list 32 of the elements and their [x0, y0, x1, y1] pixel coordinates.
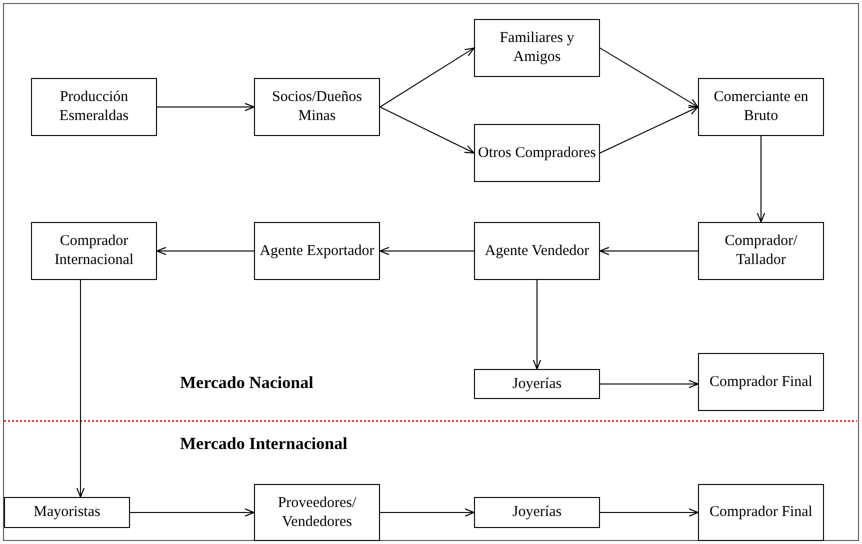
arrow: [156, 246, 254, 256]
arrow: [380, 47, 475, 108]
process-box: Otros Compradores: [474, 124, 600, 182]
arrow: [600, 380, 699, 388]
process-box: Comprador Final: [698, 353, 824, 411]
arrow: [532, 280, 542, 370]
process-box: Comprador Internacional: [31, 222, 157, 280]
process-box: Agente Vendedor: [474, 222, 600, 280]
process-box: Agente Exportador: [254, 222, 380, 280]
section-heading: Mercado Internacional: [180, 434, 348, 454]
arrow: [76, 280, 85, 498]
arrow: [379, 246, 474, 256]
arrow: [756, 136, 766, 223]
process-box: Socios/Dueños Minas: [254, 78, 380, 136]
process-box: Comerciante en Bruto: [698, 78, 824, 136]
process-box: Producción Esmeraldas: [31, 78, 157, 136]
section-heading: Mercado Nacional: [180, 373, 314, 393]
process-box: Proveedores/ Vendedores: [254, 484, 380, 541]
arrow: [600, 106, 699, 154]
arrow: [156, 102, 255, 112]
process-box: Comprador/ Tallador: [698, 222, 824, 280]
arrow: [599, 246, 698, 256]
arrow: [130, 508, 255, 517]
process-box: Mayoristas: [4, 497, 130, 528]
process-box: Comprador Final: [698, 484, 824, 541]
arrow: [600, 48, 699, 108]
arrow: [380, 508, 475, 517]
process-box: Joyerías: [474, 497, 600, 528]
process-box: Joyerías: [474, 369, 600, 399]
arrow: [380, 106, 475, 154]
arrow: [600, 508, 699, 517]
process-box: Familiares y Amigos: [474, 19, 600, 77]
